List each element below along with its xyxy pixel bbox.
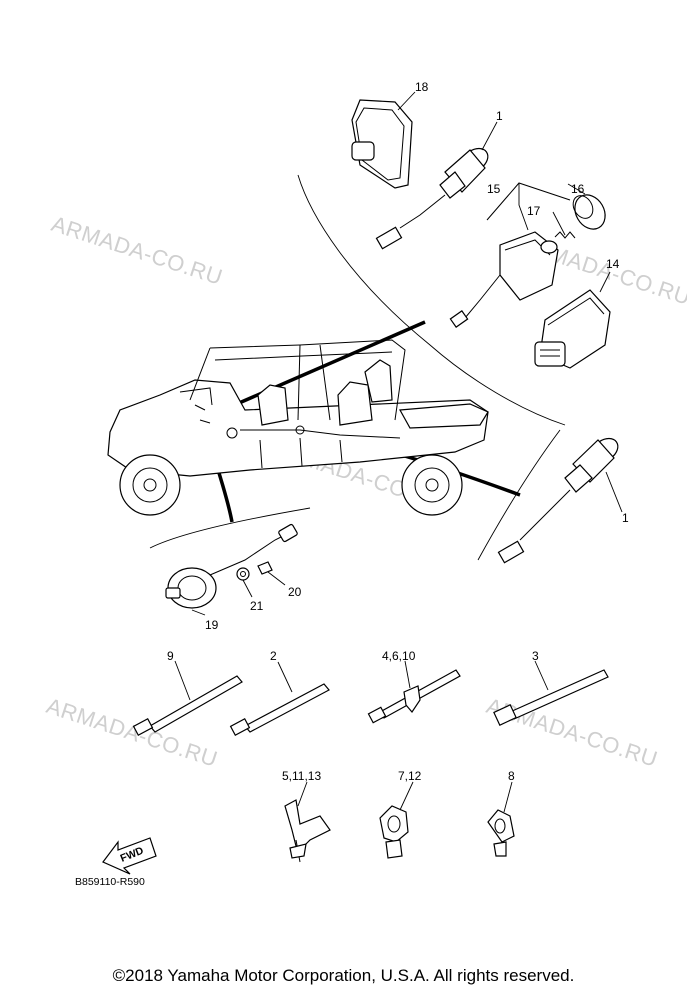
part-712-clip xyxy=(379,781,414,859)
callout-21: 21 xyxy=(250,599,264,613)
callout-8: 8 xyxy=(508,769,515,783)
part-1-socket-top xyxy=(375,121,498,250)
part-17-spring xyxy=(552,211,576,239)
diagram-code: B859110-R590 xyxy=(75,876,145,888)
callout-2: 2 xyxy=(270,649,277,663)
callout-7-12: 7,12 xyxy=(398,769,422,783)
part-4610-cable-tie-clip xyxy=(367,660,461,724)
callout-1-right: 1 xyxy=(622,511,629,525)
part-15-switch-assembly xyxy=(449,182,571,328)
part-18-bracket xyxy=(351,91,416,189)
copyright-notice: ©2018 Yamaha Motor Corporation, U.S.A. A… xyxy=(112,966,575,985)
part-20-bolt xyxy=(257,561,286,586)
part-14-connector xyxy=(534,271,611,369)
callout-4-6-10: 4,6,10 xyxy=(382,649,416,663)
part-9-cable-tie xyxy=(132,660,243,736)
group-brackets xyxy=(149,174,566,561)
callout-18: 18 xyxy=(415,80,429,94)
part-19-clamp xyxy=(165,523,298,616)
callout-17: 17 xyxy=(527,204,541,218)
callout-14: 14 xyxy=(606,257,620,271)
callout-16: 16 xyxy=(571,182,585,196)
watermark: ARMADA-CO.RU xyxy=(48,211,225,290)
vehicle-illustration xyxy=(107,339,489,516)
callout-labels: 18 1 15 16 17 14 1 19 20 21 9 2 4,6,10 3… xyxy=(167,80,629,783)
fwd-direction-arrow: FWD xyxy=(102,837,157,875)
part-1-socket-right xyxy=(497,437,623,564)
callout-19: 19 xyxy=(205,618,219,632)
callout-5-11-13: 5,11,13 xyxy=(282,769,321,783)
callout-20: 20 xyxy=(288,585,302,599)
callout-15: 15 xyxy=(487,182,501,196)
callout-3: 3 xyxy=(532,649,539,663)
part-51113-clip xyxy=(284,781,331,863)
part-21-grommet xyxy=(236,567,253,598)
part-16-knob xyxy=(567,183,606,230)
part-8-clip xyxy=(487,781,515,857)
part-2-cable-tie xyxy=(229,661,330,736)
part-3-cable-tie xyxy=(493,660,609,726)
callout-1: 1 xyxy=(496,109,503,123)
callout-9: 9 xyxy=(167,649,174,663)
